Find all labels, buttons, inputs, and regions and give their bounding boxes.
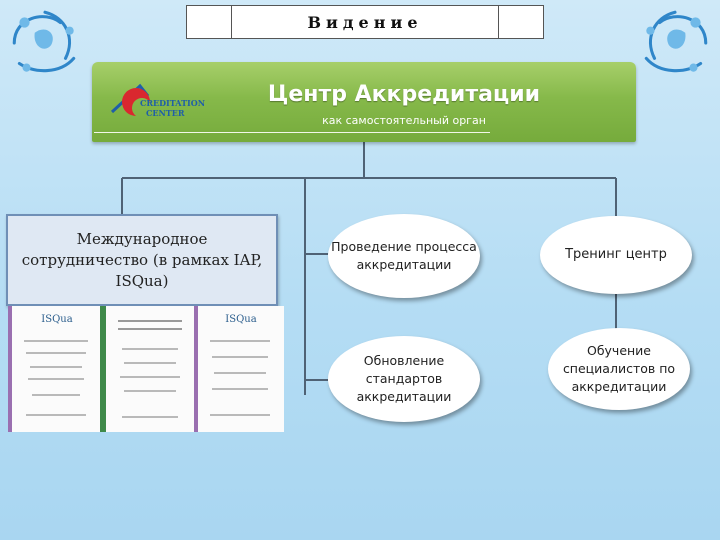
title-box-right-cell	[498, 6, 543, 38]
accreditation-process-node: Проведение процесса аккредитации	[328, 214, 480, 298]
certificate-2	[100, 306, 198, 432]
certificate-1-logo: ISQua	[41, 314, 73, 325]
svg-text:CREDITATION: CREDITATION	[140, 98, 205, 108]
training-center-node: Тренинг центр	[540, 216, 692, 294]
svg-text:CENTER: CENTER	[146, 108, 185, 118]
international-cooperation-box: Международное сотрудничество (в рамках I…	[6, 214, 278, 306]
specialists-training-node: Обучение специалистов по аккредитации	[548, 328, 690, 410]
corner-ornament-right-icon	[644, 10, 708, 73]
banner-subtitle: как самостоятельный орган	[322, 114, 486, 127]
standards-update-node: Обновление стандартов аккредитации	[328, 336, 480, 422]
title-box-left-cell	[187, 6, 232, 38]
banner-divider	[94, 132, 490, 133]
page-title: Видение	[307, 12, 423, 32]
title-box: Видение	[186, 5, 544, 39]
certificate-3-logo: ISQua	[225, 314, 257, 325]
certificate-3: ISQua	[194, 306, 284, 432]
banner-title: Центр Аккредитации	[267, 82, 541, 107]
accreditation-center-logo: CREDITATION CENTER	[110, 83, 205, 118]
center-banner: CREDITATION CENTER Центр Аккредитации ка…	[92, 62, 636, 142]
corner-ornament-left-icon	[12, 10, 76, 73]
certificate-1: ISQua	[8, 306, 102, 432]
certificates-image: ISQua ISQua	[8, 306, 284, 432]
